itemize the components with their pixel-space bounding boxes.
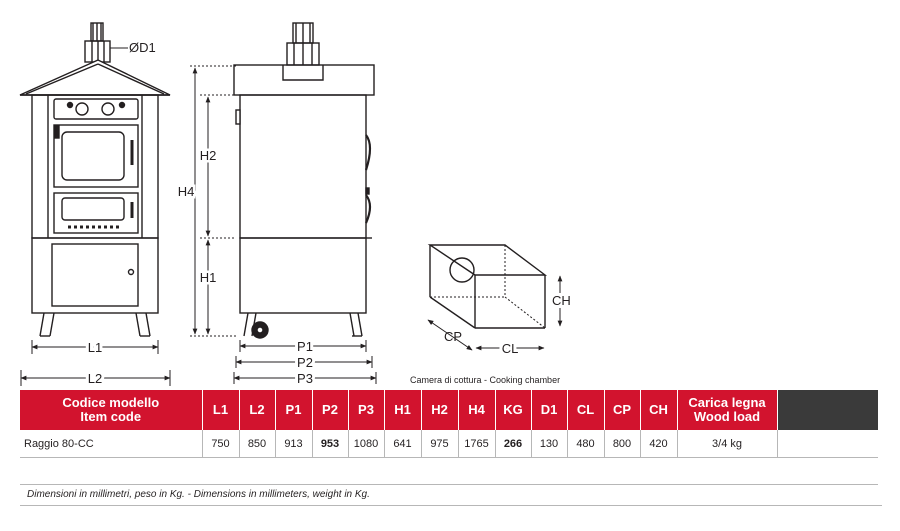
label-p2: P2 (297, 355, 313, 370)
side-view (233, 22, 375, 339)
cell-model: Raggio 80-CC (20, 430, 203, 458)
header-p2: P2 (312, 390, 349, 430)
header-item-code-it: Codice modello (62, 395, 160, 410)
header-l1: L1 (202, 390, 240, 430)
table-row-empty (20, 457, 878, 485)
header-ch: CH (640, 390, 678, 430)
header-wood-load-en: Wood load (693, 409, 761, 424)
label-l2: L2 (88, 371, 102, 386)
header-p1: P1 (275, 390, 313, 430)
label-d1: ØD1 (129, 40, 156, 55)
front-view (19, 22, 171, 337)
header-l2: L2 (239, 390, 276, 430)
label-h2: H2 (200, 148, 217, 163)
cell-l1: 750 (202, 430, 240, 458)
header-item-code-en: Item code (80, 409, 142, 424)
cell-p2: 953 (312, 430, 349, 458)
front-view-dimensions (20, 340, 171, 386)
cell-p1: 913 (275, 430, 313, 458)
label-p3: P3 (297, 371, 313, 386)
header-p3: P3 (348, 390, 385, 430)
footnote: Dimensioni in millimetri, peso in Kg. - … (27, 489, 370, 500)
cell-ch: 420 (640, 430, 678, 458)
cooking-chamber-diagram (427, 244, 548, 329)
header-cp: CP (604, 390, 641, 430)
label-h1: H1 (200, 270, 217, 285)
table-row: Raggio 80-CC 750 850 913 953 1080 641 97… (20, 430, 878, 458)
cooking-chamber-caption: Camera di cottura - Cooking chamber (410, 375, 560, 385)
caption-separator: - (481, 375, 490, 385)
cell-h1: 641 (384, 430, 422, 458)
label-cl: CL (502, 341, 519, 356)
label-cp: CP (444, 329, 462, 344)
header-h2: H2 (421, 390, 459, 430)
header-cl: CL (567, 390, 605, 430)
cell-cp: 800 (604, 430, 641, 458)
cell-h4: 1765 (458, 430, 496, 458)
cell-d1: 130 (531, 430, 568, 458)
caption-english: Cooking chamber (489, 375, 561, 385)
header-h1: H1 (384, 390, 422, 430)
header-wood-load-it: Carica legna (688, 395, 766, 410)
header-kg: KG (495, 390, 532, 430)
label-l1: L1 (88, 340, 102, 355)
label-ch: CH (552, 293, 571, 308)
header-empty (777, 390, 878, 430)
cell-wood-load: 3/4 kg (677, 430, 778, 458)
caption-italian: Camera di cottura (410, 375, 482, 385)
cell-p3: 1080 (348, 430, 385, 458)
cooking-chamber-dimensions (427, 275, 563, 351)
oven-technical-drawings: ØD1 L1 L2 H4 H2 H1 P1 P2 P3 CP CL CH (19, 22, 574, 389)
side-view-dimensions (233, 340, 377, 384)
cell-cl: 480 (567, 430, 605, 458)
cell-empty-row (20, 457, 878, 485)
footnote-bottom-rule (20, 505, 882, 506)
header-d1: D1 (531, 390, 568, 430)
label-p1: P1 (297, 339, 313, 354)
cell-kg: 266 (495, 430, 532, 458)
drawing-labels: ØD1 L1 L2 H4 H2 H1 P1 P2 P3 CP CL CH (85, 40, 574, 389)
label-h4: H4 (178, 184, 195, 199)
header-h4: H4 (458, 390, 496, 430)
cell-l2: 850 (239, 430, 276, 458)
cell-empty (777, 430, 878, 458)
cell-h2: 975 (421, 430, 459, 458)
height-dimensions (190, 65, 236, 337)
